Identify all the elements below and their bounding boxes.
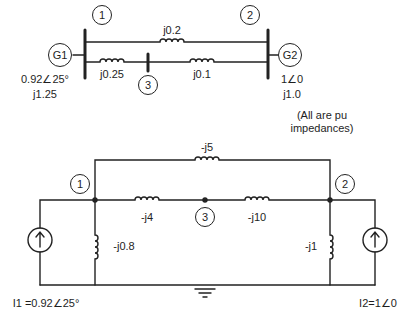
node-label: 1 xyxy=(77,179,83,190)
value-label: j1.25 xyxy=(32,88,58,101)
value-label: j0.1 xyxy=(192,68,212,81)
bus-circle: 3 xyxy=(138,75,158,95)
bus-circle: G1 xyxy=(48,43,72,67)
node-label: 3 xyxy=(202,212,208,223)
node-label: G1 xyxy=(53,50,68,61)
bus-circle: 2 xyxy=(240,5,260,25)
value-label: (All are pu impedances) xyxy=(273,109,371,135)
value-label: I1 =0.92∠25° xyxy=(12,297,81,310)
value-label: -j1 xyxy=(304,240,318,253)
value-label: -j10 xyxy=(247,211,267,224)
bus-circle: 3 xyxy=(195,207,215,227)
node-label: 3 xyxy=(145,80,151,91)
bus-circle: 2 xyxy=(335,174,355,194)
value-label: I2=1∠0 xyxy=(358,297,398,310)
value-label: 0.92∠25° xyxy=(20,73,70,86)
node-label: G2 xyxy=(283,50,298,61)
node-label: 1 xyxy=(99,10,105,21)
value-label: j0.2 xyxy=(162,24,182,37)
value-label: -j4 xyxy=(140,211,154,224)
value-label: -j0.8 xyxy=(112,240,135,253)
value-label: -j5 xyxy=(200,141,214,154)
value-label: j1.0 xyxy=(282,88,302,101)
node-label: 2 xyxy=(342,179,348,190)
bus-circle: 1 xyxy=(70,174,90,194)
bus-circle: 1 xyxy=(92,5,112,25)
value-label: 1∠0 xyxy=(280,73,304,86)
node-label: 2 xyxy=(247,10,253,21)
value-label: j0.25 xyxy=(99,68,125,81)
bus-circle: G2 xyxy=(278,43,302,67)
